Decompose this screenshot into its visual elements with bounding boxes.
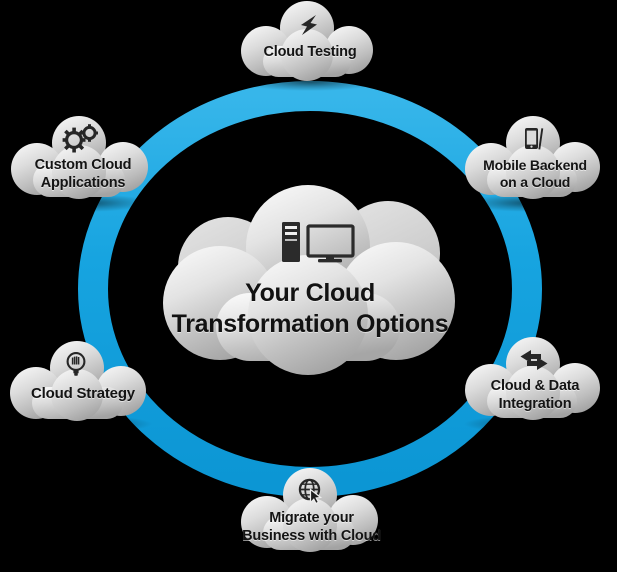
cloud-shape <box>10 341 146 421</box>
lightning-bolt-icon <box>296 12 322 38</box>
node-migrate-your-business-with-cloud[interactable]: Migrate your Business with Cloud <box>234 465 389 560</box>
shadow-cloud-testing <box>240 73 380 91</box>
shadow-cloud-data-integration <box>464 415 604 433</box>
node-cloud-and-data-integration[interactable]: Cloud & Data Integration <box>459 334 611 426</box>
shadow-migrate-business <box>239 547 383 565</box>
lightbulb-icon <box>63 350 89 378</box>
smartphone-icon <box>521 126 547 152</box>
center-cloud[interactable]: Your Cloud Transformation Options <box>150 175 470 375</box>
center-cloud-shape <box>163 185 455 375</box>
shadow-custom-cloud-apps <box>12 194 152 212</box>
cloud-shape <box>241 468 378 552</box>
double-arrow-icon <box>517 347 551 373</box>
shadow-center <box>164 366 460 400</box>
node-cloud-testing[interactable]: Cloud Testing <box>233 0 387 82</box>
gears-icon <box>62 124 98 154</box>
cloud-shape <box>465 116 600 199</box>
shadow-cloud-strategy <box>12 415 152 433</box>
node-mobile-backend-on-a-cloud[interactable]: Mobile Backend on a Cloud <box>459 113 611 205</box>
cloud-shape <box>465 337 600 420</box>
node-cloud-strategy[interactable]: Cloud Strategy <box>7 338 159 426</box>
desktop-computer-icon <box>280 220 356 264</box>
shadow-mobile-backend <box>464 194 604 212</box>
globe-cursor-icon <box>297 477 325 505</box>
node-custom-cloud-applications[interactable]: Custom Cloud Applications <box>7 113 159 205</box>
